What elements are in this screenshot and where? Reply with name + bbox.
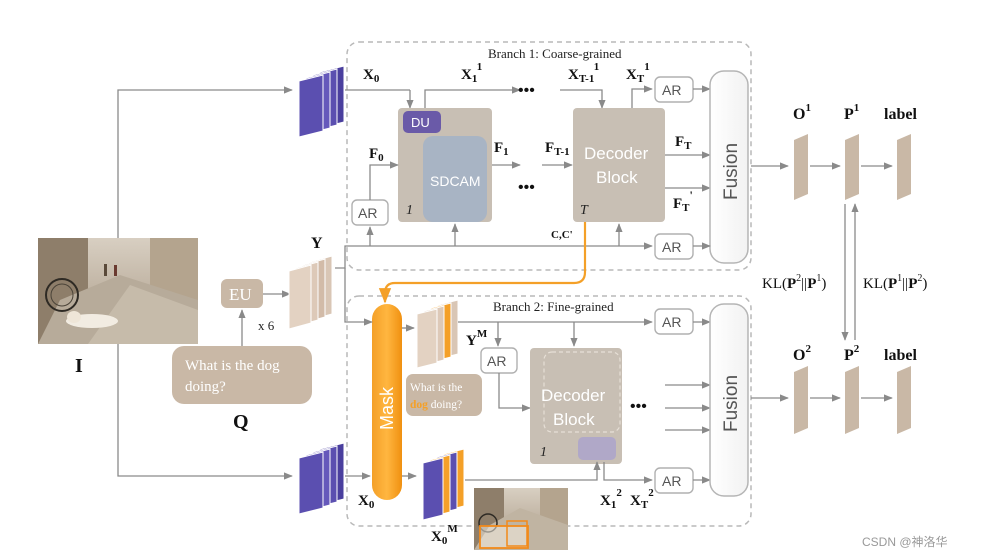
decoder-block-2 bbox=[530, 348, 622, 464]
du-label: DU bbox=[411, 115, 430, 130]
decoder-label-2a: Decoder bbox=[541, 386, 606, 405]
xt-top-label: XT1 bbox=[626, 61, 650, 85]
x0-bottom-label: X0 bbox=[358, 493, 375, 511]
decoder-2-du bbox=[578, 437, 616, 460]
o2-label: O2 bbox=[793, 343, 811, 364]
ar-label-cc: AR bbox=[662, 239, 681, 255]
decoder-label-1a: Decoder bbox=[584, 144, 649, 163]
masked-image-thumbnail bbox=[474, 488, 568, 550]
decoder-block-1 bbox=[573, 108, 665, 222]
label2-text: label bbox=[884, 347, 917, 364]
du-block bbox=[403, 111, 441, 133]
x1-top-label: X11 bbox=[461, 61, 482, 85]
o1-block bbox=[794, 134, 808, 200]
ym-feature-stack bbox=[416, 299, 459, 369]
question-bubble bbox=[172, 346, 312, 404]
y-feature-stack bbox=[288, 255, 333, 330]
y-label: Y bbox=[311, 235, 323, 252]
ftp-label: FT' bbox=[673, 188, 693, 214]
sdcam-label: SDCAM bbox=[430, 173, 481, 189]
x0m-feature-stack bbox=[422, 448, 465, 521]
decoder-to-ar-top bbox=[631, 85, 653, 108]
ar-label-f0: AR bbox=[358, 205, 377, 221]
input-image bbox=[38, 238, 198, 344]
mask-label: Mask bbox=[377, 386, 397, 430]
f1-label: F1 bbox=[494, 140, 509, 158]
img-to-x0-top-arrow bbox=[117, 86, 293, 238]
x6-label: x 6 bbox=[258, 318, 275, 333]
img-to-x0-bottom-arrow bbox=[117, 344, 293, 480]
masked-question-bubble bbox=[406, 374, 482, 416]
fusion-label-2: Fusion bbox=[721, 375, 742, 432]
f0-label: F0 bbox=[369, 146, 384, 164]
ft-label: FT bbox=[675, 134, 692, 152]
kl-left-label: KL(P2||P1) bbox=[762, 273, 826, 292]
fusion-block-1 bbox=[709, 70, 749, 264]
ar-to-sdcam-arrow bbox=[369, 161, 399, 200]
branch1-title: Branch 1: Coarse-grained bbox=[488, 46, 622, 61]
ym-label: YM bbox=[466, 328, 488, 349]
xt1-to-decoder-arrow bbox=[560, 89, 606, 109]
sdcam-inner bbox=[423, 136, 487, 222]
ar-label-top: AR bbox=[662, 82, 681, 98]
fusion-block-2 bbox=[709, 303, 749, 497]
watermark: CSDN @神洛华 bbox=[862, 534, 948, 549]
x0m-to-du-arrow bbox=[465, 461, 601, 481]
p1-label: P1 bbox=[844, 102, 859, 123]
kl-right-label: KL(P1||P2) bbox=[863, 273, 927, 292]
y-to-mask-arrow bbox=[344, 268, 373, 326]
x0-top-label: X0 bbox=[363, 67, 380, 85]
branch1-box bbox=[346, 41, 752, 271]
cc-label: C,C' bbox=[551, 229, 573, 241]
eu-label: EU bbox=[229, 285, 252, 304]
question-label: Q bbox=[233, 411, 249, 433]
x0-bottom-stack bbox=[298, 442, 345, 515]
decoder-label-2b: Block bbox=[553, 410, 595, 429]
ar-ym-to-decoder2 bbox=[498, 373, 531, 412]
o2-block bbox=[794, 366, 808, 434]
mask-block bbox=[372, 304, 402, 500]
p1-block bbox=[845, 134, 859, 200]
decoder-2-index: 1 bbox=[540, 445, 547, 460]
eu-box bbox=[221, 279, 263, 308]
branch2-title: Branch 2: Fine-grained bbox=[493, 299, 614, 314]
xt2-label: XT2 bbox=[630, 487, 654, 511]
x0-top-stack bbox=[298, 65, 345, 138]
ar-label-b2-bottom: AR bbox=[662, 473, 681, 489]
label1-text: label bbox=[884, 106, 917, 123]
du-to-x1-arrow bbox=[424, 86, 521, 108]
decoder-t-index: T bbox=[580, 203, 589, 218]
question-line1: What is the dog bbox=[185, 358, 280, 374]
decoder-2-dashed-inner bbox=[543, 351, 621, 433]
question-line2: doing? bbox=[185, 379, 226, 395]
masked-question-line1: What is the bbox=[410, 382, 462, 394]
dots-top: ••• bbox=[518, 82, 535, 99]
dots-branch2: ••• bbox=[630, 398, 647, 415]
masked-question-line2: dog doing? bbox=[410, 399, 462, 411]
du2-to-ar-arrow bbox=[603, 462, 653, 484]
dots-mid: ••• bbox=[518, 179, 535, 196]
fusion-label-1: Fusion bbox=[721, 143, 742, 200]
ar-label-b2-top: AR bbox=[662, 314, 681, 330]
ar-label-ym: AR bbox=[487, 353, 506, 369]
o1-label: O1 bbox=[793, 102, 811, 123]
sdcam-index: 1 bbox=[406, 203, 413, 218]
x12-label: X12 bbox=[600, 487, 622, 511]
label2-block bbox=[897, 366, 911, 434]
label1-block bbox=[897, 134, 911, 200]
p2-block bbox=[845, 366, 859, 434]
image-label: I bbox=[75, 355, 83, 377]
decoder-to-mask-orange bbox=[378, 222, 587, 304]
decoder-label-1b: Block bbox=[596, 168, 638, 187]
xt1-top-label: XT-11 bbox=[568, 61, 599, 85]
p2-label: P2 bbox=[844, 343, 860, 364]
ft1-label: FT-1 bbox=[545, 140, 570, 158]
x0m-label: X0M bbox=[431, 523, 458, 547]
y-to-branch1-line bbox=[335, 242, 653, 269]
